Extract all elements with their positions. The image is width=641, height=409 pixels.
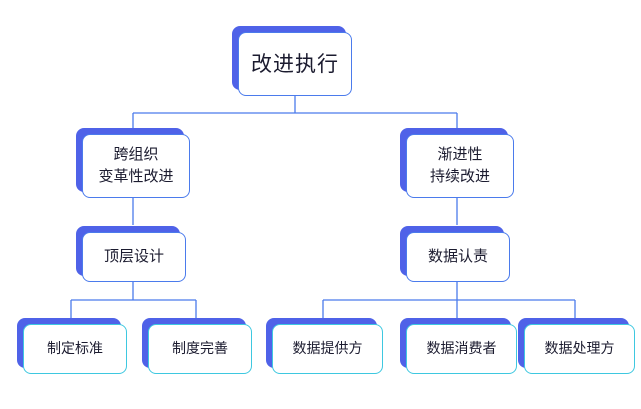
node-root-label: 改进执行 [251, 51, 339, 76]
node-leaf-1[interactable]: 制定标准 [23, 324, 127, 374]
node-leaf-5-label: 数据处理方 [544, 340, 615, 357]
node-leaf-3-label: 数据提供方 [292, 340, 363, 357]
node-branch-right-label-line2: 持续改进 [429, 167, 490, 185]
node-branch-left-label-line2: 变革性改进 [98, 167, 174, 185]
node-left-child-label: 顶层设计 [103, 247, 164, 266]
node-branch-left[interactable]: 跨组织 变革性改进 [82, 134, 190, 198]
node-branch-right[interactable]: 渐进性 持续改进 [406, 134, 514, 198]
node-leaf-4[interactable]: 数据消费者 [406, 324, 517, 374]
node-leaf-2-label: 制度完善 [172, 340, 228, 357]
node-leaf-3[interactable]: 数据提供方 [272, 324, 383, 374]
node-branch-right-label-line1: 渐进性 [437, 145, 483, 164]
node-leaf-1-label: 制定标准 [47, 340, 103, 357]
node-leaf-4-label: 数据消费者 [426, 340, 497, 357]
node-right-child-label: 数据认责 [427, 247, 488, 266]
node-leaf-2[interactable]: 制度完善 [148, 324, 252, 374]
node-leaf-5[interactable]: 数据处理方 [524, 324, 635, 374]
node-right-child[interactable]: 数据认责 [406, 232, 510, 282]
node-root[interactable]: 改进执行 [238, 32, 352, 96]
node-left-child[interactable]: 顶层设计 [82, 232, 186, 282]
node-branch-left-label-line1: 跨组织 [113, 145, 159, 164]
